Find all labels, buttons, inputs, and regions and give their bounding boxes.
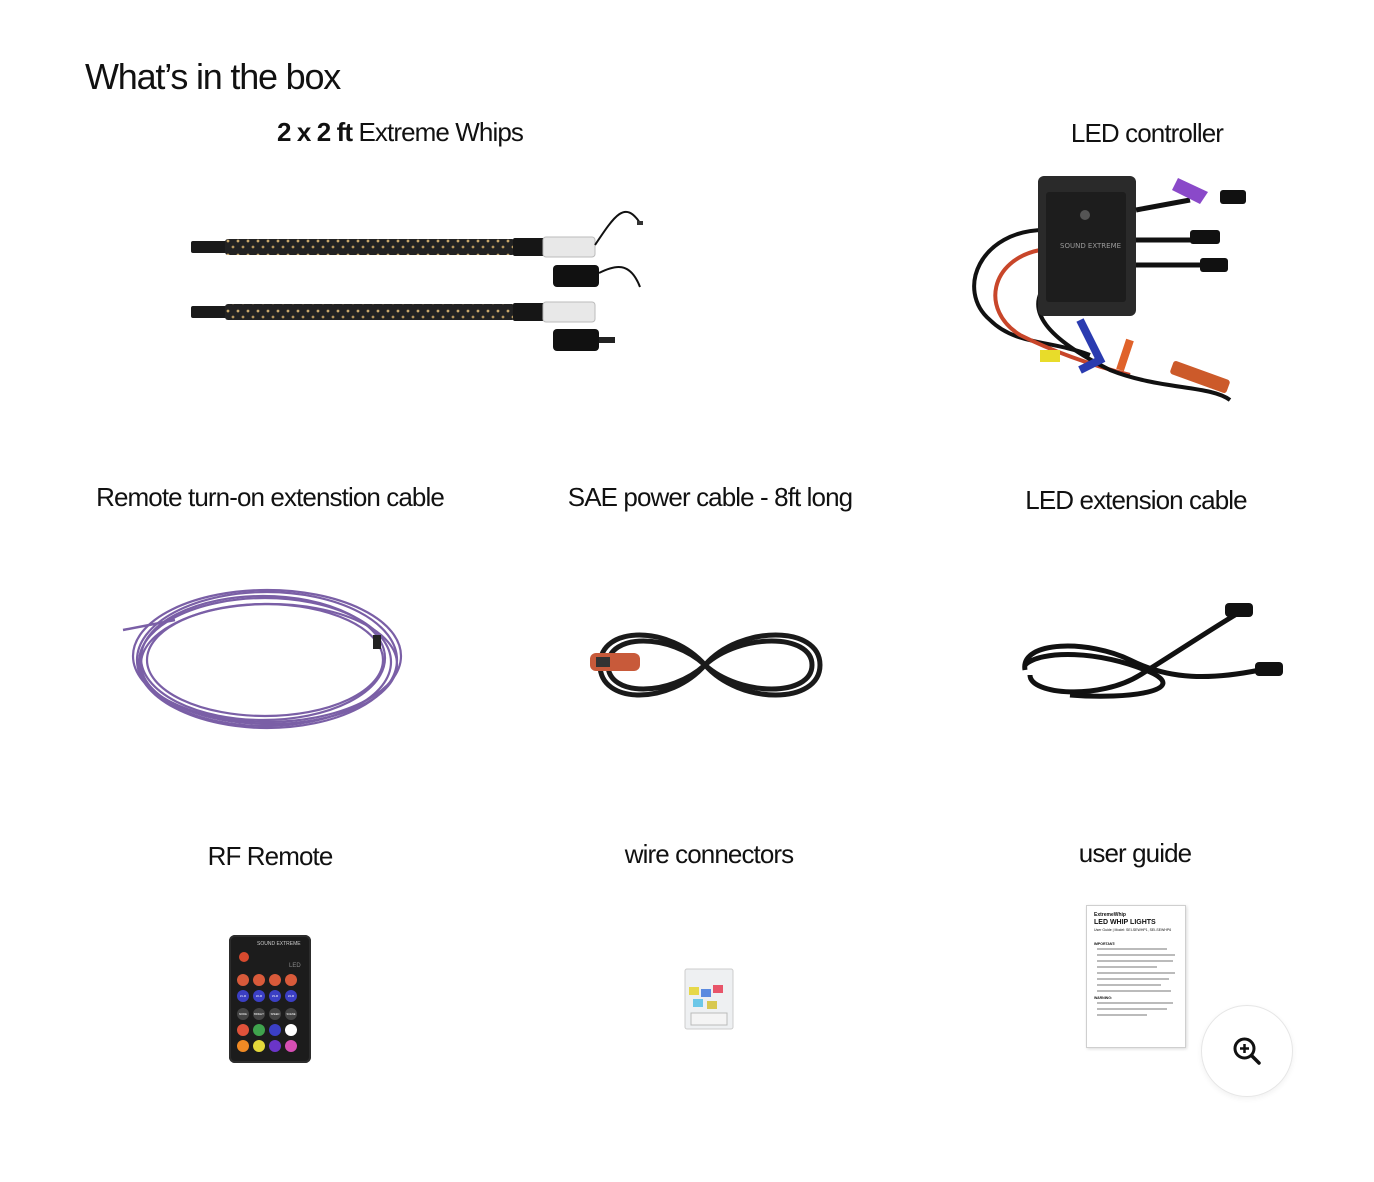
- sae-power-cable-image: [590, 632, 823, 698]
- whips-name: Extreme Whips: [358, 117, 524, 147]
- guide-title: LED WHIP LIGHTS: [1094, 919, 1156, 926]
- remote-mode-label: LED: [289, 963, 301, 969]
- user-guide-image: ExtremeWhip LED WHIP LIGHTS User Guide |…: [1086, 905, 1186, 1048]
- whips-quantity: 2 x 2 ft: [276, 117, 353, 147]
- led-controller-image: SOUND EXTREME: [972, 176, 1246, 402]
- zoom-in-icon: [1233, 1037, 1261, 1065]
- led-extension-cable-image: [1022, 603, 1283, 699]
- wire-connectors-image: [684, 968, 734, 1030]
- remote-color-button[interactable]: [253, 1040, 265, 1052]
- item-label-controller: LED controller: [1070, 118, 1224, 148]
- remote-top-button-4[interactable]: [285, 974, 297, 986]
- item-label-power-cable: SAE power cable - 8ft long: [567, 482, 853, 512]
- remote-top-button-3[interactable]: [269, 974, 281, 986]
- remote-color-button[interactable]: [253, 1024, 265, 1036]
- item-label-rf-remote: RF Remote: [207, 841, 334, 871]
- guide-body-lines: [1097, 948, 1177, 996]
- extreme-whips-image: [191, 210, 643, 351]
- turn-on-cable-image: [122, 588, 403, 730]
- guide-subtitle: User Guide | Model: SEI-SEWHP1, SEI-SEWH…: [1094, 928, 1172, 932]
- remote-function-button[interactable]: MODE: [237, 1008, 249, 1020]
- page-title: What’s in the box: [85, 56, 341, 97]
- guide-warning-lines: [1097, 1002, 1177, 1020]
- remote-zone-button[interactable]: Z4-M: [285, 990, 297, 1002]
- remote-color-button[interactable]: [285, 1040, 297, 1052]
- remote-top-button-2[interactable]: [253, 974, 265, 986]
- remote-function-button[interactable]: BRIGHT: [253, 1008, 265, 1020]
- remote-color-button[interactable]: [269, 1024, 281, 1036]
- remote-zone-button[interactable]: Z1-M: [237, 990, 249, 1002]
- item-label-whips: 2 x 2 ft Extreme Whips: [276, 117, 524, 148]
- remote-zone-button[interactable]: Z3-M: [269, 990, 281, 1002]
- item-label-turn-on-cable: Remote turn-on extenstion cable: [96, 482, 445, 512]
- remote-top-button-1[interactable]: [237, 974, 249, 986]
- zoom-button[interactable]: [1201, 1005, 1293, 1097]
- remote-function-button[interactable]: SCENE: [285, 1008, 297, 1020]
- remote-zone-button[interactable]: Z2-M: [253, 990, 265, 1002]
- remote-brand: SOUND EXTREME: [257, 941, 301, 947]
- rf-remote-image: SOUND EXTREME LED Z1-M Z2-M Z3-M Z4-M MODE B…: [229, 935, 311, 1063]
- remote-function-button[interactable]: SPEED: [269, 1008, 281, 1020]
- guide-warning-heading: WARNING:: [1094, 996, 1113, 1000]
- guide-brand: ExtremeWhip: [1094, 912, 1126, 918]
- remote-color-button[interactable]: [237, 1024, 249, 1036]
- remote-color-button[interactable]: [237, 1040, 249, 1052]
- controller-brand-text: SOUND EXTREME: [1060, 242, 1121, 250]
- item-label-wire-connectors: wire connectors: [624, 839, 794, 869]
- remote-color-button[interactable]: [285, 1024, 297, 1036]
- remote-color-button[interactable]: [269, 1040, 281, 1052]
- guide-important-heading: IMPORTANT:: [1094, 942, 1116, 946]
- remote-power-button[interactable]: [239, 952, 249, 962]
- item-label-user-guide: user guide: [1078, 838, 1192, 868]
- item-label-extension-cable: LED extension cable: [1025, 485, 1247, 515]
